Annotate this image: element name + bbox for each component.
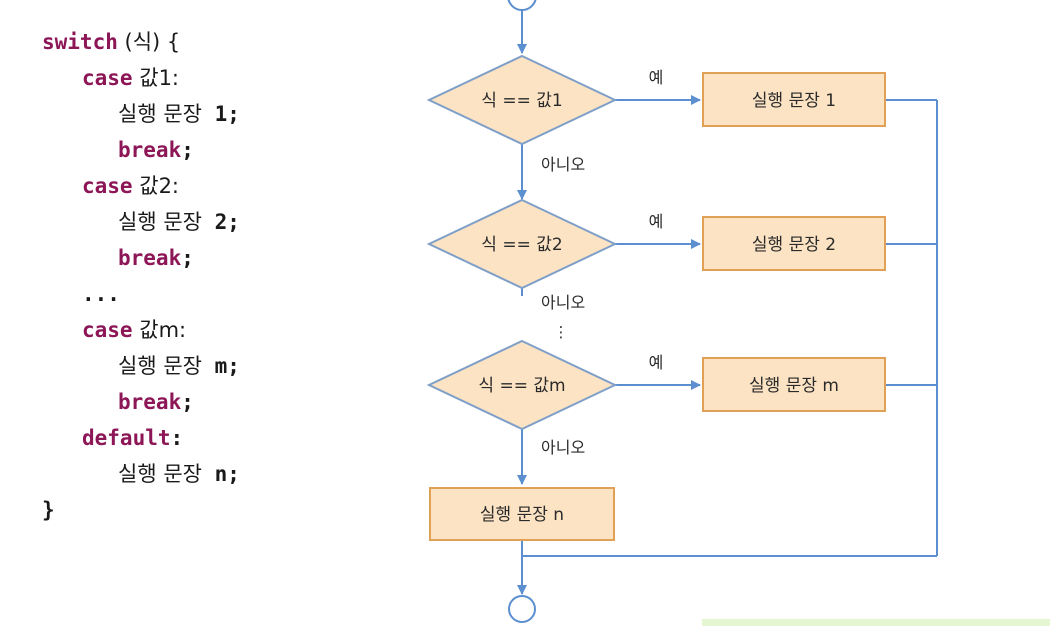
- code-line-stmt1: 실행 문장 1;: [118, 96, 240, 132]
- code-expr: (식) {: [117, 30, 181, 54]
- decision-label-2: 식 == 값2: [481, 235, 562, 255]
- action-box-default: [429, 487, 615, 541]
- code-line-break2: break;: [118, 240, 194, 276]
- code-line-default: default:: [82, 420, 183, 456]
- keyword-case: case: [82, 66, 133, 90]
- decision-label-1: 식 == 값1: [481, 91, 562, 111]
- code-tail: ;: [181, 390, 194, 414]
- code-expr: 값1:: [132, 66, 180, 90]
- no-label-1: 아니오: [541, 155, 585, 174]
- keyword-switch: switch: [42, 30, 118, 54]
- code-line-switch: switch (식) {: [42, 24, 180, 60]
- start-terminal: [507, 0, 537, 11]
- code-stmt: 실행 문장: [118, 210, 202, 234]
- code-expr: 값2:: [132, 174, 180, 198]
- code-line-ellipsis: ...: [82, 276, 120, 312]
- code-tail: ;: [181, 246, 194, 270]
- action-label-1: 실행 문장 1: [752, 91, 836, 111]
- code-stmt: 실행 문장: [118, 462, 202, 486]
- code-line-case1: case 값1:: [82, 60, 179, 96]
- code-tail: 2;: [201, 210, 240, 234]
- code-tail: m;: [201, 354, 240, 378]
- code-line-stmt2: 실행 문장 2;: [118, 204, 240, 240]
- code-tail: :: [170, 426, 184, 450]
- code-stmt: 실행 문장: [118, 354, 202, 378]
- keyword-default: default: [82, 426, 171, 450]
- code-line-casem: case 값m:: [82, 312, 186, 348]
- code-line-breakm: break;: [118, 384, 194, 420]
- code-closing-brace: }: [42, 498, 55, 522]
- action-box-m: [702, 357, 886, 412]
- yes-label-m: 예: [649, 353, 664, 372]
- code-line-stmtn: 실행 문장 n;: [118, 456, 240, 492]
- keyword-case: case: [82, 174, 133, 198]
- code-line-stmtm: 실행 문장 m;: [118, 348, 240, 384]
- end-terminal: [508, 595, 536, 623]
- yes-label-1: 예: [649, 68, 664, 87]
- code-tail: 1;: [201, 102, 240, 126]
- vertical-ellipsis: ⋮: [554, 323, 569, 341]
- keyword-case: case: [82, 318, 133, 342]
- action-label-2: 실행 문장 2: [752, 235, 836, 255]
- code-line-break1: break;: [118, 132, 194, 168]
- code-ellipsis: ...: [82, 282, 120, 306]
- decision-m: [426, 339, 618, 431]
- action-box-2: [702, 216, 886, 271]
- keyword-break: break: [118, 390, 182, 414]
- code-tail: ;: [181, 138, 194, 162]
- yes-label-2: 예: [649, 212, 664, 231]
- decision-2: [426, 198, 618, 290]
- code-line-close: }: [42, 492, 55, 528]
- footer-band: [702, 619, 1050, 626]
- action-label-default: 실행 문장 n: [480, 505, 564, 525]
- decision-1: [426, 54, 618, 146]
- code-tail: n;: [201, 462, 240, 486]
- no-label-2: 아니오: [541, 293, 585, 312]
- keyword-break: break: [118, 246, 182, 270]
- no-label-m: 아니오: [541, 438, 585, 457]
- action-box-1: [702, 72, 886, 127]
- keyword-break: break: [118, 138, 182, 162]
- code-expr: 값m:: [132, 318, 187, 342]
- code-line-case2: case 값2:: [82, 168, 179, 204]
- code-stmt: 실행 문장: [118, 102, 202, 126]
- action-label-m: 실행 문장 m: [749, 376, 839, 396]
- decision-label-m: 식 == 값m: [478, 376, 565, 396]
